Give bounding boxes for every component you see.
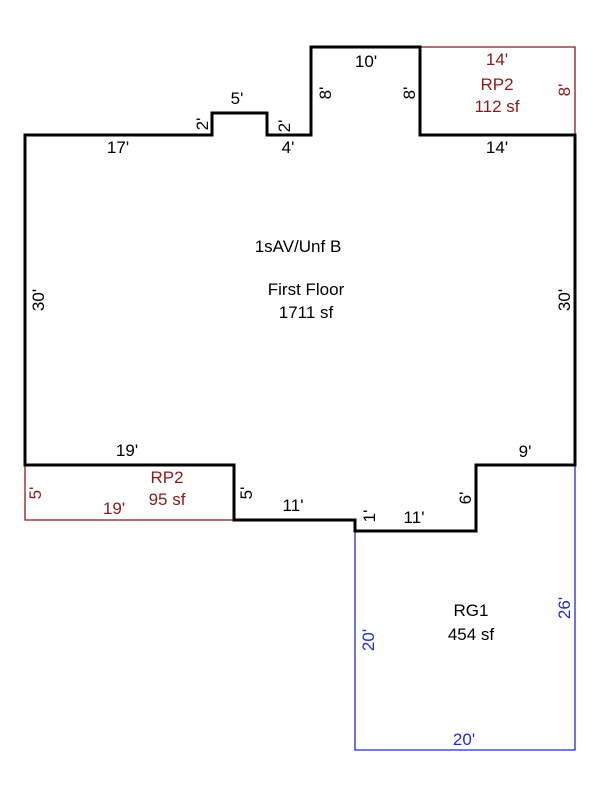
porch-bottom-area: 95 sf: [149, 490, 186, 509]
garage-code: RG1: [454, 601, 489, 620]
dim-top-right: 14': [486, 138, 508, 157]
dim-bump-right: 8': [400, 87, 419, 100]
porch-bottom-outline: [24, 464, 235, 521]
main-area-outline: [23, 45, 577, 533]
porch-top-code: RP2: [480, 75, 513, 94]
dim-left: 30': [29, 289, 48, 311]
garage-dim-bottom: 20': [453, 730, 475, 749]
dim-right: 30': [555, 289, 574, 311]
dim-step-1: 1': [360, 510, 379, 523]
porch-bottom-dim-left: 5': [26, 487, 45, 500]
dim-bottom-right: 9': [519, 442, 532, 461]
dim-step-5: 5': [237, 487, 256, 500]
dim-notch-right: 2': [275, 120, 294, 133]
dim-notch-top: 5': [231, 89, 244, 108]
dim-bump-top: 10': [355, 52, 377, 71]
dim-top-left: 17': [107, 138, 129, 157]
dim-step-4: 4': [282, 138, 295, 157]
porch-top-dim-top: 14': [486, 50, 508, 69]
garage-dim-left: 20': [359, 629, 378, 651]
dim-bottom-left: 19': [116, 441, 138, 460]
porch-top-dim-right: 8': [555, 84, 574, 97]
main-area-code: 1sAV/Unf B: [255, 237, 342, 256]
porch-bottom-code: RP2: [150, 468, 183, 487]
dim-notch-left: 2': [193, 118, 212, 131]
dim-step-6: 6': [456, 492, 475, 505]
garage-dim-right: 26': [555, 597, 574, 619]
main-area-size: 1711 sf: [279, 303, 334, 322]
dim-bottom-11a: 11': [283, 496, 304, 515]
garage-area: 454 sf: [448, 625, 495, 644]
main-area-name: First Floor: [268, 280, 345, 299]
dim-bottom-11b: 11': [404, 508, 425, 527]
porch-top-area: 112 sf: [474, 97, 519, 116]
dim-bump-left: 8': [316, 87, 335, 100]
porch-bottom-dim-bottom: 19': [103, 499, 125, 518]
